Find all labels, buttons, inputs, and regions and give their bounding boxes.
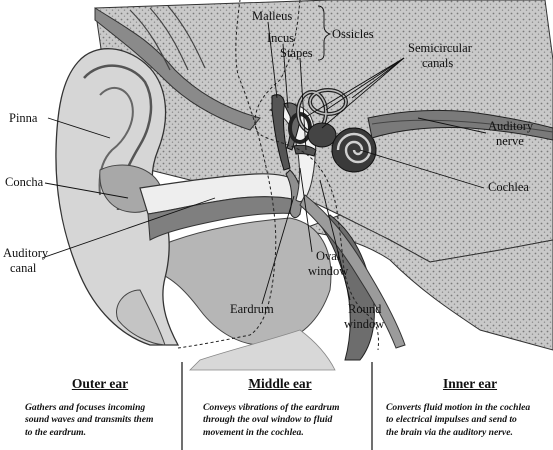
label-oval-window: Oval window	[308, 249, 348, 278]
inner-ear-title: Inner ear	[442, 376, 498, 391]
soft-tissue	[149, 217, 332, 346]
cochlea-shape	[331, 127, 377, 173]
stapes-bone	[293, 144, 317, 157]
label-eardrum: Eardrum	[230, 302, 274, 316]
label-round-window: Round window	[344, 302, 384, 331]
label-auditory-canal: Auditory canal	[3, 246, 51, 275]
label-concha: Concha	[5, 175, 44, 189]
ear-illustration	[55, 0, 553, 371]
middle-ear-description: Conveys vibrations of the eardrum throug…	[203, 402, 340, 438]
inner-ear-description: Converts fluid motion in the cochlea to …	[386, 402, 531, 438]
fibrous-strands	[129, 5, 206, 71]
label-pinna: Pinna	[9, 111, 38, 125]
label-ossicles: Ossicles	[332, 27, 374, 41]
label-auditory-nerve: Auditory nerve	[488, 119, 536, 148]
earlobe	[116, 289, 166, 346]
muscle-bundle	[317, 214, 375, 361]
label-incus: Incus	[267, 31, 294, 45]
section-dividers	[181, 362, 373, 450]
outer-ear-title: Outer ear	[71, 376, 129, 391]
leader-lines	[41, 5, 487, 305]
auditory-nerve-shape	[367, 109, 553, 141]
region-boundaries	[177, 0, 379, 351]
middle-ear-title: Middle ear	[248, 376, 312, 391]
labels: Malleus Incus Stapes Ossicles Semicircul…	[3, 9, 536, 331]
vestibule	[307, 122, 337, 148]
label-semicircular-canals: Semicircular canals	[408, 41, 475, 70]
label-stapes: Stapes	[280, 46, 313, 60]
malleus-bone	[271, 94, 291, 171]
eustachian-tube	[299, 194, 406, 349]
jaw-outline	[189, 329, 336, 371]
outer-ear-description: Gathers and focuses incoming sound waves…	[25, 402, 154, 438]
label-malleus: Malleus	[252, 9, 292, 23]
middle-inner-boundary	[254, 0, 379, 351]
outer-middle-boundary	[177, 0, 277, 349]
scalp-layers	[94, 7, 261, 131]
label-cochlea: Cochlea	[488, 180, 529, 194]
